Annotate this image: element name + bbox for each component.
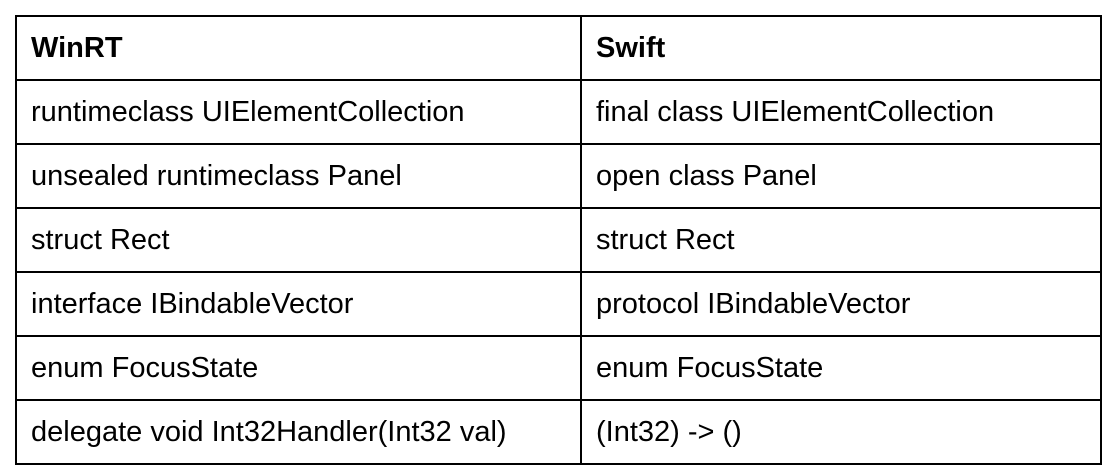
cell-swift: struct Rect — [580, 207, 1102, 273]
cell-swift: protocol IBindableVector — [580, 271, 1102, 337]
cell-winrt: delegate void Int32Handler(Int32 val) — [15, 399, 582, 465]
winrt-swift-comparison-table: WinRT Swift runtimeclass UIElementCollec… — [15, 15, 1102, 465]
table-row: unsealed runtimeclass Panel open class P… — [15, 143, 1102, 209]
table-header: WinRT Swift — [15, 15, 1102, 81]
cell-winrt: runtimeclass UIElementCollection — [15, 79, 582, 145]
column-header-winrt: WinRT — [15, 15, 582, 81]
table-row: struct Rect struct Rect — [15, 207, 1102, 273]
cell-swift: final class UIElementCollection — [580, 79, 1102, 145]
cell-winrt: enum FocusState — [15, 335, 582, 401]
table-row: enum FocusState enum FocusState — [15, 335, 1102, 401]
cell-winrt: unsealed runtimeclass Panel — [15, 143, 582, 209]
table-row: delegate void Int32Handler(Int32 val) (I… — [15, 399, 1102, 465]
header-row: WinRT Swift — [15, 15, 1102, 81]
cell-winrt: struct Rect — [15, 207, 582, 273]
cell-winrt: interface IBindableVector — [15, 271, 582, 337]
cell-swift: open class Panel — [580, 143, 1102, 209]
table-row: runtimeclass UIElementCollection final c… — [15, 79, 1102, 145]
table-body: runtimeclass UIElementCollection final c… — [15, 79, 1102, 465]
cell-swift: (Int32) -> () — [580, 399, 1102, 465]
column-header-swift: Swift — [580, 15, 1102, 81]
table-row: interface IBindableVector protocol IBind… — [15, 271, 1102, 337]
cell-swift: enum FocusState — [580, 335, 1102, 401]
